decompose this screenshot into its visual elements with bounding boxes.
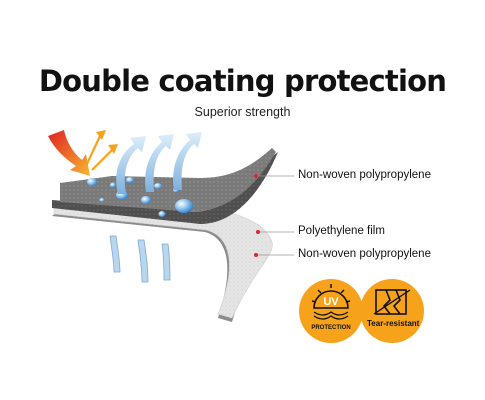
layer-label-film: Polyethylene film bbox=[298, 225, 385, 237]
uv-icon-text: UV bbox=[323, 296, 339, 308]
tear-resistant-icon bbox=[373, 289, 411, 315]
uv-protection-badge: UV PROTECTION bbox=[299, 279, 363, 343]
layer-label-bottom: Non-woven polypropylene bbox=[298, 248, 431, 260]
layer-label-top: Non-woven polypropylene bbox=[298, 169, 431, 181]
page-subtitle: Superior strength bbox=[194, 105, 291, 119]
middle-layer-film bbox=[53, 205, 273, 319]
connector-lines bbox=[254, 174, 294, 257]
tear-resistant-badge bbox=[360, 279, 424, 343]
uv-badge-label: PROTECTION bbox=[311, 325, 350, 331]
sun-uv-icon: UV bbox=[311, 284, 351, 320]
water-arrows bbox=[116, 132, 202, 194]
page-title: Double coating protection bbox=[38, 64, 447, 98]
tear-badge-label: Tear-resistant bbox=[367, 319, 420, 328]
water-droplets bbox=[87, 177, 193, 217]
top-layer-nonwoven bbox=[52, 148, 278, 224]
water-drip-streams bbox=[109, 235, 171, 283]
heat-arrows bbox=[48, 130, 118, 176]
